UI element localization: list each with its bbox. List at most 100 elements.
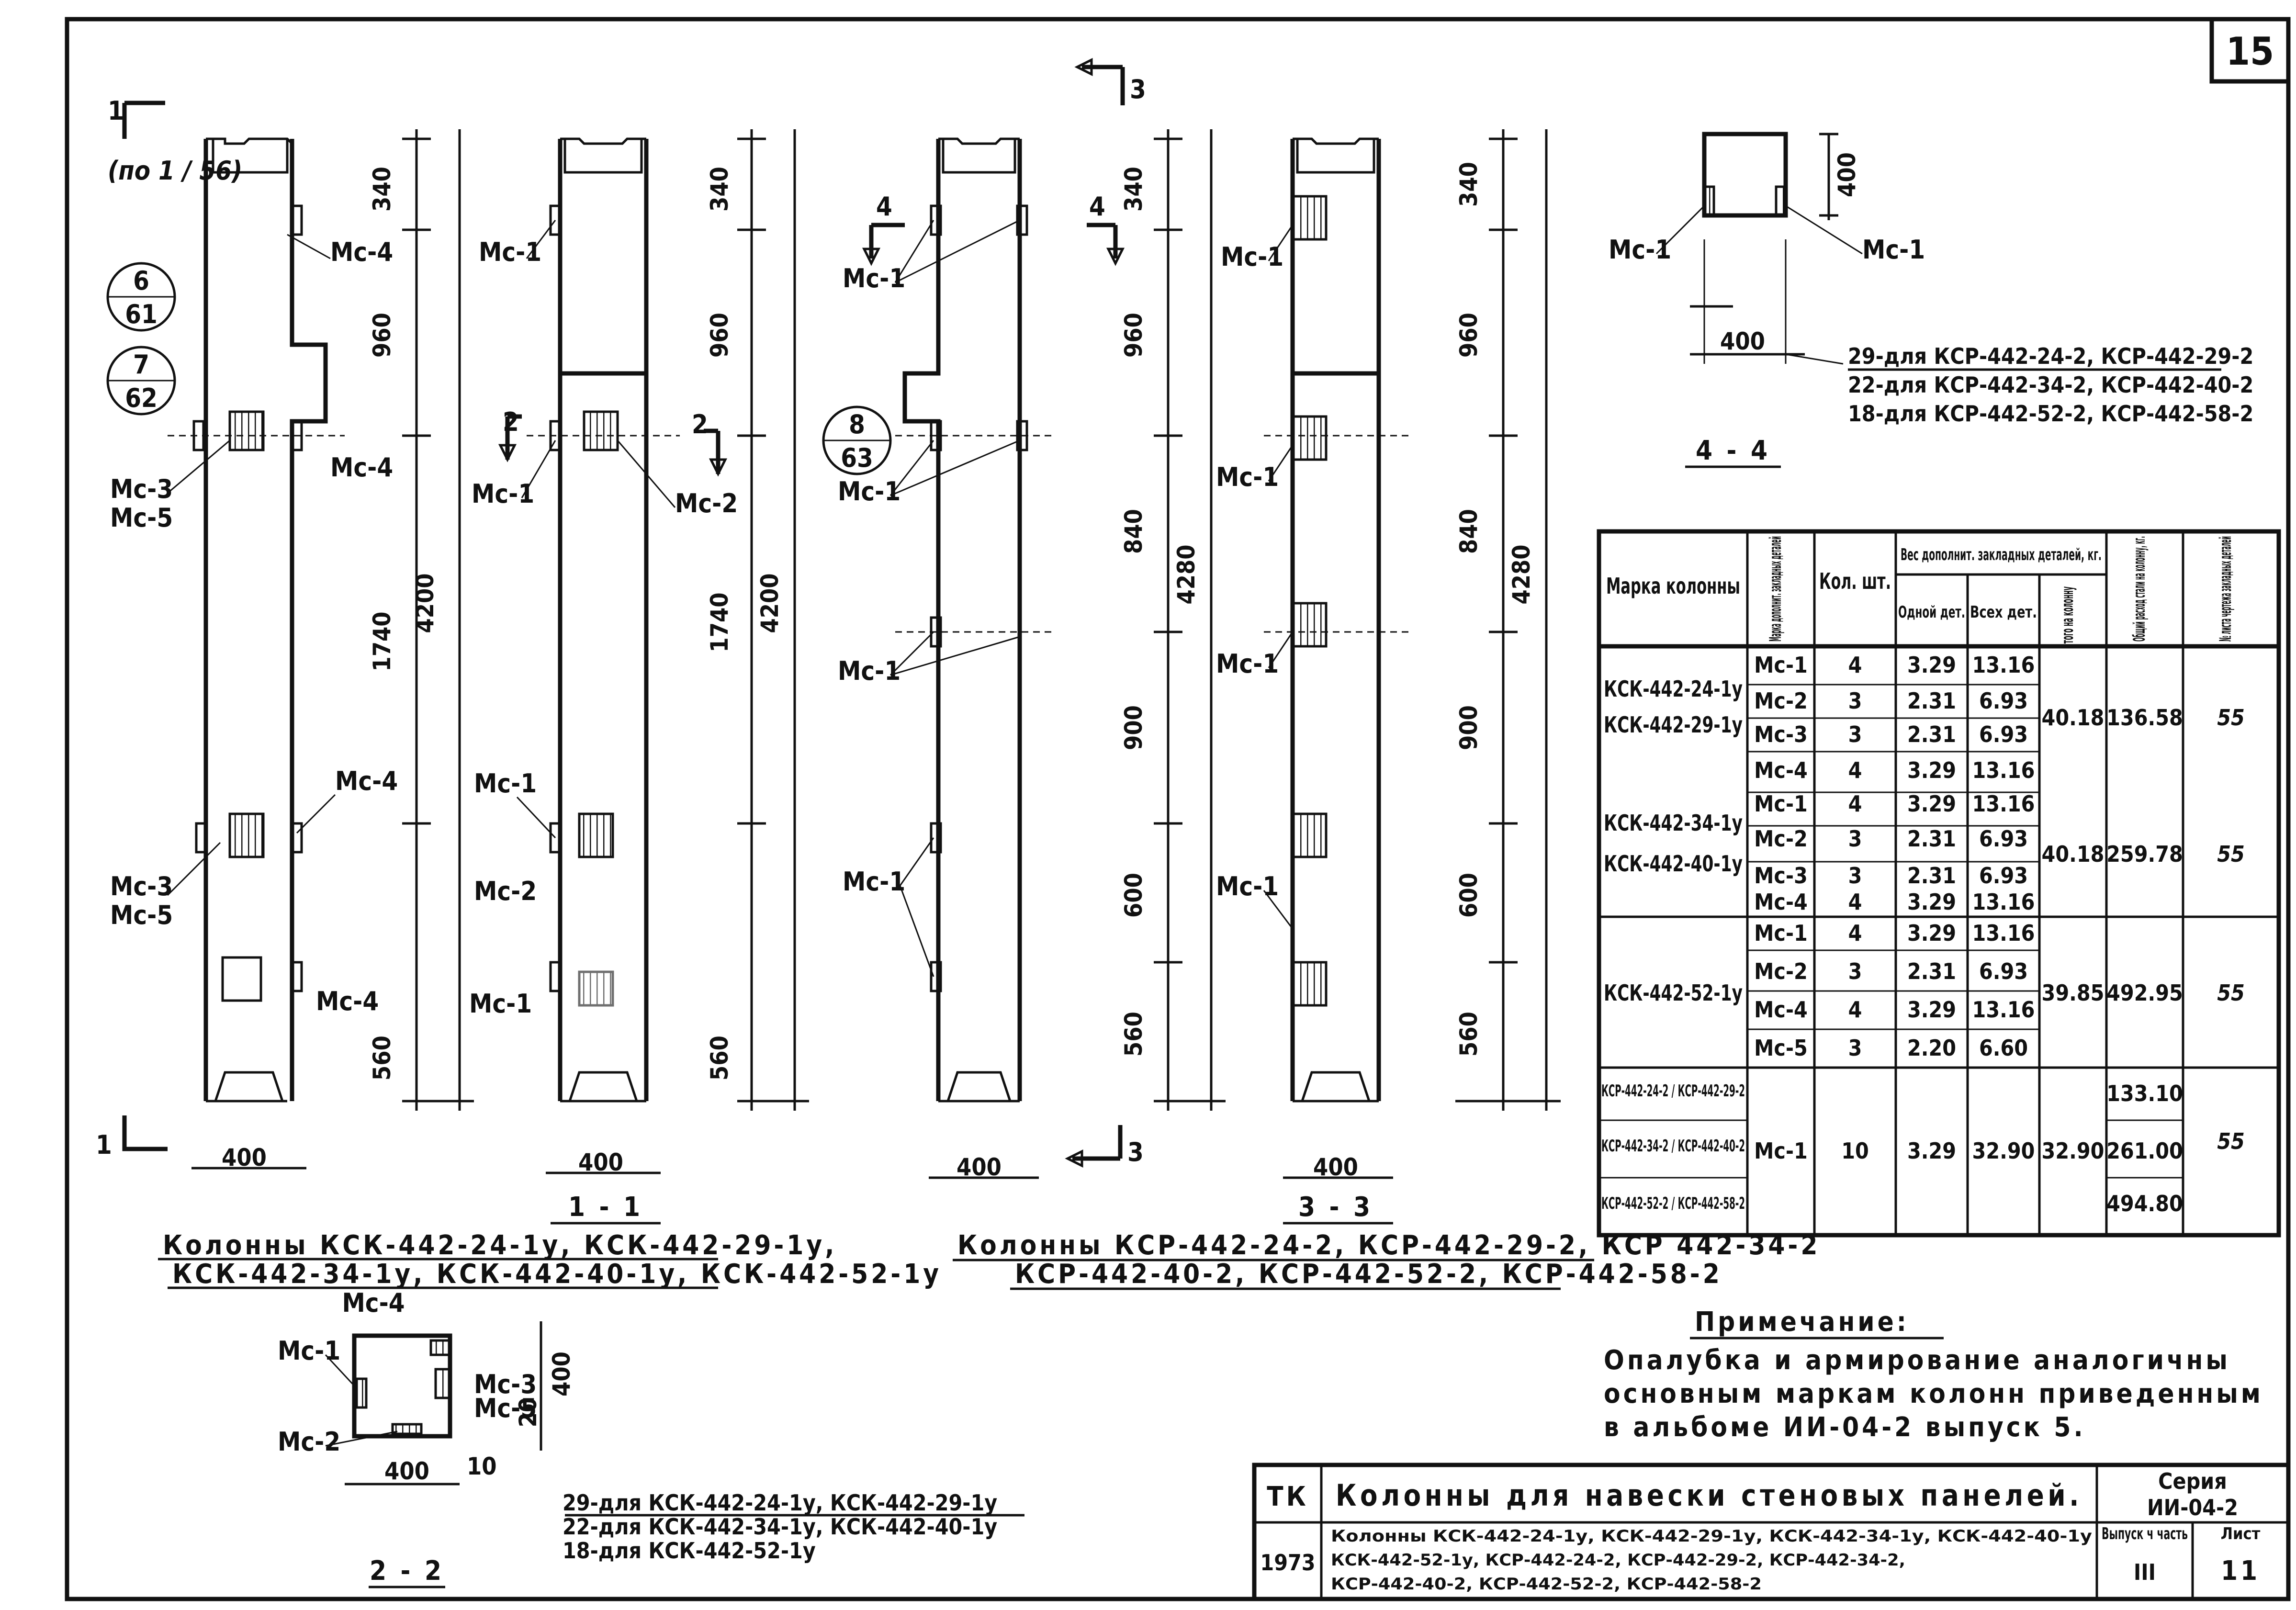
note-44-line-3: 18-для КСР-442-52-2, КСР-442-58-2 [1848, 401, 2253, 427]
svg-text:Мс-2: Мс-2 [1754, 826, 1808, 852]
svg-text:340: 340 [1455, 162, 1483, 207]
desc-line-2: КСК-442-52-1у, КСР-442-24-2, КСР-442-29-… [1331, 1551, 1905, 1570]
note-line-1: Опалубка и армирование аналогичны [1604, 1345, 2230, 1376]
caption-ksk-sub: Мс-4 [342, 1288, 405, 1318]
title-year: 1973 [1260, 1550, 1315, 1576]
svg-text:492.95: 492.95 [2106, 980, 2183, 1006]
svg-text:Мс-4: Мс-4 [316, 986, 379, 1016]
svg-text:136.58: 136.58 [2106, 705, 2183, 731]
view-title-1-1: 1 - 1 [568, 1192, 643, 1223]
svg-text:Мс-1: Мс-1 [1754, 1138, 1808, 1164]
svg-text:62: 62 [125, 383, 158, 413]
series-value: ИИ-04-2 [2147, 1495, 2238, 1520]
svg-text:10: 10 [1841, 1138, 1869, 1164]
th-weight-group: Вес дополнит. закладных деталей, кг. [1901, 545, 2102, 564]
svg-text:400: 400 [957, 1153, 1002, 1181]
sheet-label: Лист [2221, 1524, 2261, 1543]
th-sheet: № листа чертежа закладных деталей [2216, 536, 2235, 642]
svg-text:400: 400 [1720, 327, 1765, 355]
dim-4200: 4200 [411, 573, 439, 633]
svg-text:55: 55 [2217, 841, 2245, 867]
svg-text:63: 63 [841, 443, 873, 473]
svg-text:560: 560 [1455, 1012, 1483, 1057]
svg-text:1740: 1740 [706, 592, 733, 652]
svg-text:Мс-4: Мс-4 [1754, 757, 1808, 783]
svg-text:Мс-4: Мс-4 [330, 237, 393, 267]
svg-text:КСР-442-24-2 / КСР-442-29-2: КСР-442-24-2 / КСР-442-29-2 [1601, 1081, 1745, 1101]
svg-text:3: 3 [1848, 826, 1862, 852]
sheet-value: 11 [2221, 1555, 2260, 1587]
svg-text:Мс-5: Мс-5 [474, 1393, 537, 1423]
note-22-line-3: 18-для КСК-442-52-1у [563, 1538, 816, 1564]
svg-text:Мс-1: Мс-1 [1216, 462, 1279, 492]
svg-text:560: 560 [1120, 1012, 1148, 1057]
labels-column-1: Мс-4 Мс-4 Мс-3 Мс-5 Мс-4 Мс-3 Мс-5 Мс-4 [110, 234, 398, 1016]
svg-text:20: 20 [514, 1397, 542, 1428]
note-22-line-2: 22-для КСК-442-34-1у, КСК-442-40-1у [563, 1514, 997, 1540]
svg-text:Мс-2: Мс-2 [675, 488, 738, 518]
svg-text:900: 900 [1455, 705, 1483, 750]
svg-text:4: 4 [1848, 652, 1862, 678]
svg-text:7: 7 [133, 349, 149, 380]
svg-text:Мс-2: Мс-2 [1754, 688, 1808, 714]
title-text: Колонны для навески стеновых панелей. [1336, 1478, 2082, 1513]
svg-text:840: 840 [1120, 509, 1148, 554]
svg-text:340: 340 [706, 167, 733, 212]
summary-table: Марка колонны Марка дополнит. закладных … [1597, 529, 2281, 1238]
labels-column-3: Мс-1 Мс-1 Мс-1 Мс-1 8 63 4 3 3 [822, 57, 1146, 1168]
svg-text:Мс-3: Мс-3 [110, 474, 173, 504]
note-line-2: основным маркам колонн приведенным [1604, 1378, 2263, 1409]
svg-text:3: 3 [1127, 1137, 1144, 1167]
svg-text:400: 400 [578, 1148, 623, 1176]
svg-text:Мс-3: Мс-3 [1754, 863, 1808, 889]
svg-text:3: 3 [1130, 74, 1146, 104]
issue-label: Выпуск ч часть [2102, 1524, 2188, 1543]
svg-text:2: 2 [503, 407, 519, 437]
svg-text:1: 1 [108, 96, 124, 126]
svg-text:Мс-1: Мс-1 [843, 867, 905, 897]
svg-text:4280: 4280 [1508, 544, 1535, 604]
svg-text:Мс-4: Мс-4 [330, 452, 393, 483]
note-title: Примечание: [1695, 1306, 1909, 1338]
svg-text:Мс-4: Мс-4 [1754, 889, 1808, 915]
svg-text:6.93: 6.93 [1979, 721, 2028, 747]
th-steel: Общий расход стали на колонну, кг. [2130, 536, 2149, 642]
svg-text:6.93: 6.93 [1979, 863, 2028, 889]
view-title-3-3: 3 - 3 [1298, 1192, 1373, 1223]
issue-value: III [2134, 1559, 2156, 1585]
svg-text:259.78: 259.78 [2106, 841, 2183, 867]
svg-text:61: 61 [125, 299, 158, 329]
svg-text:Мс-1: Мс-1 [838, 476, 900, 507]
th-total: Итого на колонну [2058, 586, 2077, 649]
svg-text:3: 3 [1848, 863, 1862, 889]
column-ksr-elevation [895, 137, 1053, 1103]
svg-text:Мс-2: Мс-2 [278, 1427, 340, 1457]
svg-text:133.10: 133.10 [2106, 1081, 2183, 1106]
svg-text:400: 400 [1833, 152, 1861, 197]
svg-text:Мс-1: Мс-1 [1216, 649, 1279, 679]
svg-text:2.31: 2.31 [1907, 863, 1956, 889]
caption-ksk-line-2: КСК-442-34-1у, КСК-442-40-1у, КСК-442-52… [172, 1259, 942, 1290]
dims-column-1: 340 960 1740 560 4200 400 [191, 129, 474, 1171]
th-one: Одной дет. [1898, 603, 1965, 622]
svg-text:4: 4 [1848, 757, 1862, 783]
svg-text:Мс-4: Мс-4 [335, 766, 398, 796]
svg-text:840: 840 [1455, 509, 1483, 554]
svg-text:Мс-2: Мс-2 [474, 876, 537, 906]
svg-text:Мс-5: Мс-5 [110, 503, 173, 533]
dim-400: 400 [222, 1144, 267, 1171]
caption-ksr-line-2: КСР-442-40-2, КСР-442-52-2, КСР-442-58-2 [1015, 1259, 1722, 1290]
svg-text:3: 3 [1848, 958, 1862, 984]
svg-text:Мс-1: Мс-1 [1754, 920, 1808, 946]
svg-text:3.29: 3.29 [1907, 791, 1956, 817]
svg-text:55: 55 [2217, 980, 2245, 1006]
svg-text:4: 4 [1848, 791, 1862, 817]
svg-text:2: 2 [692, 409, 708, 439]
section-2-2: 400 400 20 10 Мс-1 Мс-2 Мс-3 Мс-5 2 - 2 … [278, 1321, 1024, 1588]
svg-text:3.29: 3.29 [1907, 757, 1956, 783]
svg-text:Мс-1: Мс-1 [843, 263, 905, 293]
svg-text:3.29: 3.29 [1907, 889, 1956, 915]
svg-text:494.80: 494.80 [2106, 1191, 2183, 1216]
svg-text:2.31: 2.31 [1907, 958, 1956, 984]
